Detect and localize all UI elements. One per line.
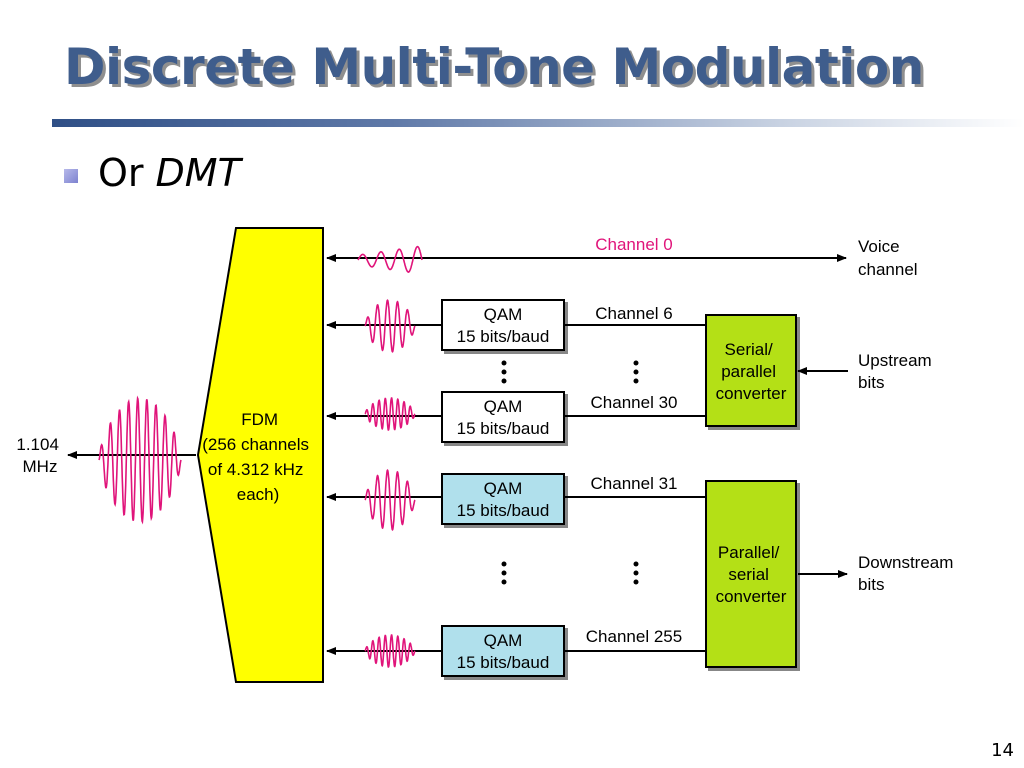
page-number: 14 bbox=[991, 740, 1014, 761]
channel-label-6: Channel 6 bbox=[595, 304, 673, 323]
svg-text:Parallel/ serial c: Parallel/ serial converter bbox=[716, 543, 787, 606]
voice-channel-label: channel bbox=[858, 260, 918, 279]
slide-title: Discrete Multi-Tone Modulation bbox=[64, 38, 924, 96]
svg-text:Upstream bits: Upstream bits bbox=[858, 351, 936, 392]
fdm-block: FDM (256 channels of 4.312 kHz each) bbox=[196, 227, 324, 683]
svg-text:FDM (256 channels: FDM (256 channels of 4.312 kHz each) bbox=[202, 410, 314, 504]
bullet-square-icon bbox=[64, 169, 78, 183]
fdm-label-line: FDM bbox=[241, 410, 278, 429]
svg-text:1.104 MHz: 1.104 MHz bbox=[16, 435, 63, 476]
qam-label: QAM bbox=[484, 397, 523, 416]
downstream-label: Downstream bbox=[858, 553, 953, 572]
converter-label: serial bbox=[728, 565, 769, 584]
fdm-label-line: of 4.312 kHz bbox=[208, 460, 303, 479]
bullet-emphasis: DMT bbox=[155, 151, 241, 195]
converter-label: Serial/ bbox=[725, 340, 773, 359]
svg-text:Downstream bits: Downstream bits bbox=[858, 553, 958, 594]
converter-label: parallel bbox=[721, 362, 776, 381]
waveform-group bbox=[98, 245, 423, 668]
qam-box-ch6: QAM 15 bits/baud bbox=[441, 299, 565, 351]
channel-0-wave-icon bbox=[357, 245, 423, 273]
qam-box-ch255: QAM 15 bits/baud bbox=[441, 625, 565, 677]
channel-0-label: Channel 0 bbox=[595, 235, 673, 254]
bullet-text: Or bbox=[98, 151, 144, 195]
fdm-label-line: each) bbox=[237, 485, 280, 504]
qam-label: QAM bbox=[484, 305, 523, 324]
qam-label: QAM bbox=[484, 631, 523, 650]
converter-label: Parallel/ bbox=[718, 543, 780, 562]
channel-label-31: Channel 31 bbox=[591, 474, 678, 493]
upstream-label: Upstream bbox=[858, 351, 932, 370]
upstream-label: bits bbox=[858, 373, 884, 392]
qam-label: QAM bbox=[484, 479, 523, 498]
fdm-label-line: (256 channels bbox=[202, 435, 309, 454]
fdm-shape bbox=[196, 227, 324, 683]
serial-parallel-converter: Serial/ parallel converter bbox=[705, 314, 797, 427]
channel-label-255: Channel 255 bbox=[586, 627, 682, 646]
channel-6-wave-icon bbox=[364, 299, 416, 353]
channel-255-wave-icon bbox=[364, 634, 416, 668]
bullet-item: Or DMT bbox=[64, 148, 241, 198]
title-underline bbox=[52, 119, 1024, 127]
composite-signal-wave-icon bbox=[98, 395, 182, 525]
qam-rate: 15 bits/baud bbox=[457, 419, 550, 438]
parallel-serial-converter: Parallel/ serial converter bbox=[705, 480, 797, 668]
qam-box-ch31: QAM 15 bits/baud bbox=[441, 473, 565, 525]
converter-label: converter bbox=[716, 384, 787, 403]
downstream-label: bits bbox=[858, 575, 884, 594]
qam-rate: 15 bits/baud bbox=[457, 653, 550, 672]
qam-rate: 15 bits/baud bbox=[457, 501, 550, 520]
svg-text:Serial/ parallel c: Serial/ parallel converter bbox=[716, 340, 787, 403]
qam-rate: 15 bits/baud bbox=[457, 327, 550, 346]
qam-box-ch30: QAM 15 bits/baud bbox=[441, 391, 565, 443]
output-frequency-label: 1.104 bbox=[16, 435, 59, 454]
channel-31-wave-icon bbox=[364, 468, 416, 532]
voice-channel-label: Voice bbox=[858, 237, 900, 256]
svg-text:Voice channel: Voice channel bbox=[858, 237, 918, 279]
output-frequency-unit: MHz bbox=[23, 457, 58, 476]
converter-label: converter bbox=[716, 587, 787, 606]
channel-30-wave-icon bbox=[364, 397, 416, 431]
channel-label-30: Channel 30 bbox=[591, 393, 678, 412]
ellipsis-dots bbox=[501, 360, 639, 585]
